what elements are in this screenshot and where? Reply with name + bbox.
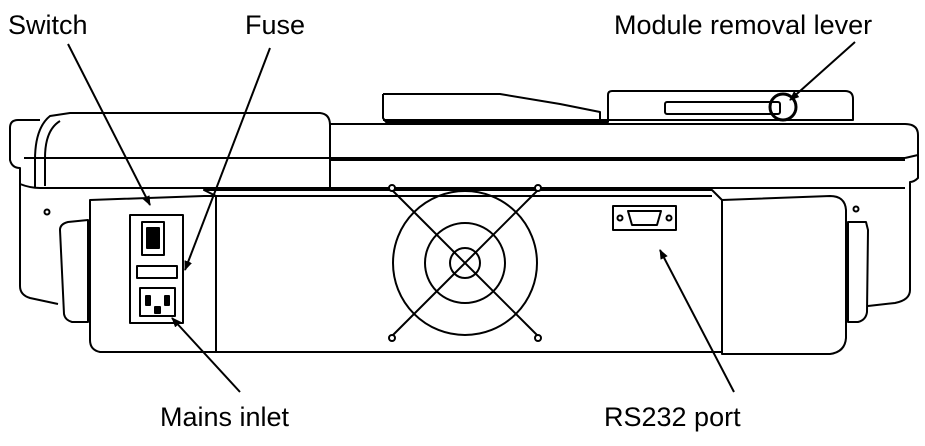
switch-rocker	[146, 227, 160, 249]
fan-screw-top-left	[388, 184, 396, 192]
rear-panel-left-segment	[89, 195, 217, 353]
right-side-pad	[847, 221, 869, 323]
switch-label: Switch	[8, 10, 88, 40]
rs232-connector	[612, 205, 677, 231]
main-body-outline	[9, 119, 919, 307]
fan-grille	[388, 184, 542, 342]
mains-inlet	[139, 287, 176, 317]
switch	[141, 221, 165, 256]
fan-screw-bottom-left	[388, 334, 396, 342]
mains-inlet-earth-pin	[154, 306, 161, 314]
rs232-port-leader-arrow	[659, 249, 735, 393]
module-lever-slot	[664, 101, 781, 115]
top-module-housing	[382, 90, 854, 123]
rs232-port-label: RS232 port	[604, 402, 741, 432]
fan-screw-top-right	[534, 184, 542, 192]
left-side-pad	[59, 219, 89, 323]
rear-panel-center-segment	[203, 189, 723, 353]
switch-leader-arrow	[67, 43, 151, 206]
module-removal-lever	[768, 92, 798, 122]
rear-panel-right-segment	[721, 195, 847, 355]
fuse-leader-arrow	[184, 47, 271, 271]
mains-inlet-label: Mains inlet	[160, 402, 290, 432]
module-removal-lever-leader-arrow	[789, 41, 856, 101]
fuse-label: Fuse	[245, 10, 306, 40]
mounting-hole-left	[43, 208, 51, 216]
mains-inlet-pin-left	[145, 295, 151, 306]
power-entry-module	[129, 214, 184, 324]
mounting-hole-right	[852, 205, 860, 213]
left-upper-housing	[34, 112, 331, 190]
module-removal-lever-label: Module removal lever	[614, 10, 873, 40]
mains-inlet-leader-arrow	[171, 317, 241, 393]
fuse-holder	[136, 265, 178, 279]
fan-screw-bottom-right	[534, 334, 542, 342]
mains-inlet-pin-right	[164, 295, 170, 306]
